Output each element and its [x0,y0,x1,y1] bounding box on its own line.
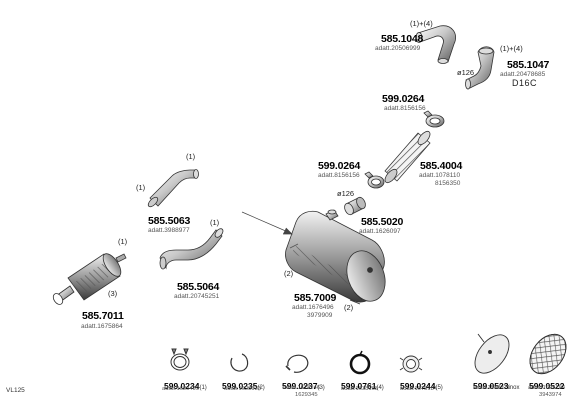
extra-585-1047: D16C [512,78,538,88]
ref2-585-7009: 3979909 [307,312,333,319]
small-part-ref2: 1629345 [295,392,318,398]
pipe-585-5063-image [147,169,199,208]
small-part-ref: adatt.1075184 [400,386,438,392]
small-part-note: inox [508,385,520,391]
small-part-599-0235[interactable]: 599.0235(2) [222,377,265,393]
small-part-number: 599.0761 [341,381,377,391]
ref-585-7009: adatt.1676496 [292,304,334,311]
small-part-ref: adatt.1628246 [283,385,321,391]
ref-585-5064: adatt.20745251 [174,293,220,300]
note1-585-5064: (1) [210,218,220,227]
disc-599-0523-image [474,333,510,374]
note2-585-5063: (1) [136,183,146,192]
note2a-585-7009: (2) [284,269,294,278]
small-part-599-0244[interactable]: 599.0244(5) [400,377,443,393]
small-part-ref2: 3943974 [539,392,562,398]
note-585-1047: (1)+(4) [500,44,523,53]
part-number-585-1048[interactable]: 585.1048 [381,33,424,45]
pipe-585-5064-image [159,228,224,270]
flex-hose-585-4004-image [384,130,431,184]
ref-599-0264-lower: adatt.8156156 [318,172,360,179]
ref-585-1047: adatt.20478685 [500,71,546,78]
small-part-599-0522[interactable]: 599.0522 [529,377,564,393]
small-part-ref: adatt.1629499 [162,386,200,392]
gasket-599-0244-image [399,355,423,373]
part-number-585-1047[interactable]: 585.1047 [507,59,550,71]
dia-585-1047: ø126 [457,68,475,77]
note1-585-7011: (1) [118,237,128,246]
ref-599-0264-upper: adatt.8156156 [384,105,426,112]
pipe-585-1048-image [415,25,457,64]
note2b-585-7009: (2) [344,303,354,312]
part-number-585-4004[interactable]: 585.4004 [420,160,463,172]
diagram-code: VL125 [6,387,25,394]
small-part-note: (5) [435,385,443,391]
ref-585-5020: adatt.1626097 [359,228,401,235]
small-part-ref: adatt.1588971 [473,385,511,391]
part-number-599-0264-lower[interactable]: 599.0264 [318,160,361,172]
note1-585-5063: (1) [186,152,196,161]
small-part-note: (4) [376,385,384,391]
assembly-arrow [241,211,293,235]
small-part-note: (1) [199,385,207,391]
part-number-585-7009[interactable]: 585.7009 [294,292,337,304]
small-part-note: (3) [317,385,325,391]
mesh-599-0522-image [529,333,567,375]
small-part-ref: adatt.1638168 [341,386,379,392]
small-part-ref: adatt.1625164 [528,385,566,391]
clamp-599-0234-image [170,348,190,371]
ref-585-4004: adatt.1078110 [419,172,461,179]
small-part-599-0523[interactable]: 599.0523inox [473,377,519,393]
small-part-number: 599.0244 [400,381,436,391]
dia-599-0264-lower: ø126 [337,189,355,198]
clamp-599-0237-image [285,354,309,373]
small-part-number: 599.0522 [529,381,565,391]
small-part-note: (2) [257,385,265,391]
note-585-1048: (1)+(4) [410,19,433,28]
small-part-599-0761[interactable]: 599.0761(4) [341,377,384,393]
small-part-number: 599.0234 [164,381,200,391]
silencer-585-7011-image [52,253,127,305]
small-part-599-0237[interactable]: 599.0237(3) [282,377,325,393]
part-number-585-7011[interactable]: 585.7011 [82,310,124,322]
part-number-585-5063[interactable]: 585.5063 [148,215,191,227]
clamp-599-0264-lower-image [364,171,385,189]
note3-585-7011: (3) [108,289,118,298]
ref2-585-4004: 8156350 [435,180,461,187]
part-number-585-5064[interactable]: 585.5064 [177,281,220,293]
clamp-599-0235-image [230,353,249,372]
small-part-ref: adatt.1623933 [224,386,262,392]
clamp-599-0264-upper-image [423,110,445,128]
small-part-number: 599.0237 [282,381,318,391]
stub-pipe-image [344,196,366,216]
pipe-585-1047-image [465,46,495,90]
ref-585-1048: adatt.20506999 [375,45,421,52]
small-part-599-0234[interactable]: 599.0234(1) [164,377,207,393]
part-number-599-0264-upper[interactable]: 599.0264 [382,93,425,105]
ref-585-7011: adatt.1675864 [81,323,123,330]
small-part-number: 599.0523 [473,381,509,391]
part-number-585-5020[interactable]: 585.5020 [361,216,404,228]
silencer-585-7009-image [285,209,386,305]
ring-599-0761-image [349,350,371,375]
small-part-number: 599.0235 [222,381,258,391]
ref-585-5063: adatt.3988977 [148,227,190,234]
